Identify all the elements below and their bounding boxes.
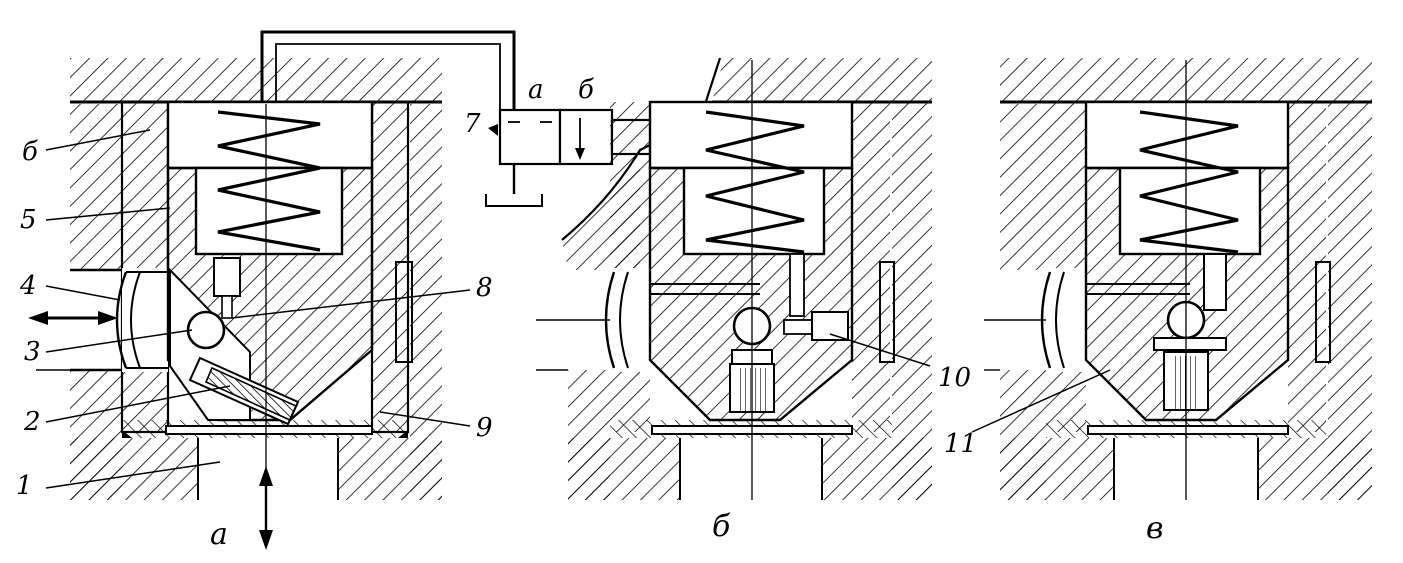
label-2: 2 (23, 407, 41, 437)
label-7: 7 (464, 109, 481, 139)
caption-view-b: б (712, 509, 731, 544)
label-1: 1 (16, 471, 33, 501)
pipe (260, 30, 516, 110)
view-a (28, 30, 654, 550)
valve-position-b: б (578, 75, 594, 105)
view-a-spring (217, 110, 321, 252)
valve-arrow-icon (488, 124, 498, 136)
labels: 1 2 3 4 5 б 7 8 9 10 11 а б а б в (16, 75, 1163, 552)
view-b-spring (705, 110, 805, 254)
double-arrow-horizontal-icon (28, 311, 118, 325)
view-v-spring (1139, 110, 1239, 254)
label-8: 8 (476, 273, 493, 303)
view-a-bottom (70, 420, 442, 500)
view-a-ball (186, 310, 226, 350)
view-b (536, 57, 932, 500)
label-4: 4 (19, 271, 37, 301)
label-10: 10 (938, 363, 971, 393)
label-3: 3 (24, 337, 41, 367)
view-a-right-wall (395, 104, 442, 500)
view-v (984, 58, 1372, 500)
view-a-piston (166, 166, 374, 426)
double-arrow-vertical-icon (259, 466, 273, 550)
caption-view-a: а (210, 517, 228, 552)
view-a-sleeve (115, 100, 410, 434)
leader-lines (45, 129, 1111, 489)
label-5: 5 (20, 205, 37, 235)
view-a-top-body (70, 58, 442, 104)
label-9: 9 (476, 413, 493, 443)
view-a-left-wall (70, 104, 122, 500)
label-6: б (22, 137, 38, 167)
label-11: 11 (944, 429, 977, 459)
caption-view-v: в (1146, 511, 1163, 546)
valve-position-a: а (528, 75, 544, 105)
